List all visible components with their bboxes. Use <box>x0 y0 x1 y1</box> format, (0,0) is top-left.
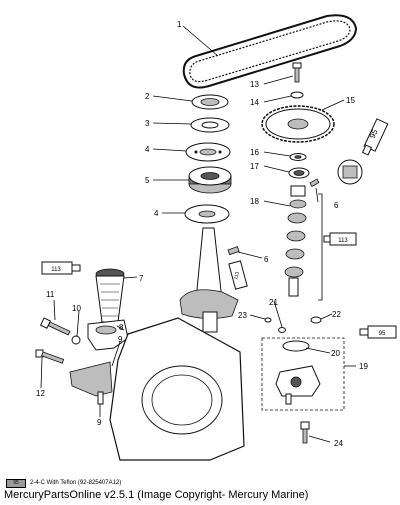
washer-14[interactable] <box>290 91 304 99</box>
callout-24: 24 <box>334 439 343 448</box>
timing-belt[interactable] <box>182 14 358 89</box>
plate-4-lower[interactable] <box>184 204 230 224</box>
screw-24[interactable] <box>300 421 310 444</box>
lubricant-tube-95-upper: 95 <box>361 118 389 156</box>
pin-6-upper[interactable] <box>309 178 320 188</box>
callout-5: 5 <box>145 176 150 185</box>
o-ring-20[interactable] <box>282 340 310 352</box>
seal-detail-circle <box>337 159 363 185</box>
callout-17: 17 <box>250 162 259 171</box>
callout-9-upper: 9 <box>118 335 123 344</box>
callout-14: 14 <box>250 98 259 107</box>
pin-6-lower[interactable] <box>227 246 240 256</box>
bracket-8[interactable] <box>87 319 129 351</box>
lubricant-tube-113-right: 113 <box>323 232 357 246</box>
exploded-parts-diagram: 95 113 113 113 95 <box>35 14 397 461</box>
legend-text: 2-4-C With Teflon (92-825407A12) <box>30 480 122 486</box>
fuel-filter-7[interactable] <box>95 268 125 323</box>
callout-2: 2 <box>145 92 150 101</box>
washer-16[interactable] <box>289 153 307 161</box>
callout-1: 1 <box>177 20 182 29</box>
camshaft-pulley-15[interactable] <box>261 105 335 143</box>
copyright-footer: MercuryPartsOnline v2.5.1 (Image Copyrig… <box>4 489 309 501</box>
callout-18: 18 <box>250 197 259 206</box>
oil-pump-19[interactable] <box>275 365 321 405</box>
oil-pump-group-box <box>261 337 345 411</box>
callout-3: 3 <box>145 119 150 128</box>
o-ring-21[interactable] <box>278 327 286 333</box>
callout-4-upper: 4 <box>145 145 150 154</box>
callout-6-lower: 6 <box>264 255 269 264</box>
callout-15: 15 <box>346 96 355 105</box>
legend-code: 95 <box>6 478 26 488</box>
o-ring-23[interactable] <box>264 317 272 323</box>
callout-6-upper: 6 <box>334 201 339 210</box>
tube-label: 113 <box>51 267 61 273</box>
tube-label: 113 <box>233 271 241 280</box>
camshaft-18[interactable] <box>284 185 307 297</box>
screw-12[interactable] <box>35 349 65 364</box>
bolt-13[interactable] <box>292 62 302 83</box>
washer-10[interactable] <box>71 335 81 345</box>
callout-20: 20 <box>331 349 340 358</box>
crankshaft <box>179 227 239 333</box>
callout-8: 8 <box>119 323 124 332</box>
callout-23: 23 <box>238 311 247 320</box>
crankshaft-sprocket-5[interactable] <box>188 166 232 194</box>
plate-4-upper[interactable] <box>185 142 231 162</box>
screw-11[interactable] <box>39 317 71 336</box>
tube-label: 95 <box>368 128 380 140</box>
tube-label: 113 <box>338 238 348 244</box>
seal-2[interactable] <box>191 94 229 110</box>
callout-12: 12 <box>36 389 45 398</box>
cylinder-block <box>109 317 245 461</box>
callout-22: 22 <box>332 310 341 319</box>
callout-4-lower: 4 <box>154 209 159 218</box>
o-ring-22[interactable] <box>310 316 322 324</box>
callout-10: 10 <box>72 304 81 313</box>
tube-label: 95 <box>379 331 386 337</box>
leader-lines <box>40 25 356 443</box>
lubricant-tube-95-lower: 95 <box>359 325 397 339</box>
callout-19: 19 <box>359 362 368 371</box>
callout-16: 16 <box>250 148 259 157</box>
callout-13: 13 <box>250 80 259 89</box>
callout-11: 11 <box>46 290 55 299</box>
washer-3[interactable] <box>190 117 230 133</box>
callout-21: 21 <box>269 298 278 307</box>
callout-9-lower: 9 <box>97 418 102 427</box>
callout-7: 7 <box>139 274 144 283</box>
seal-17[interactable] <box>288 167 310 179</box>
lubricant-legend: 95 2-4-C With Teflon (92-825407A12) <box>6 478 121 488</box>
bracket-hose-9[interactable] <box>69 361 113 405</box>
lubricant-tube-113-center: 113 <box>228 260 248 290</box>
lubricant-tube-113-left: 113 <box>41 261 81 275</box>
